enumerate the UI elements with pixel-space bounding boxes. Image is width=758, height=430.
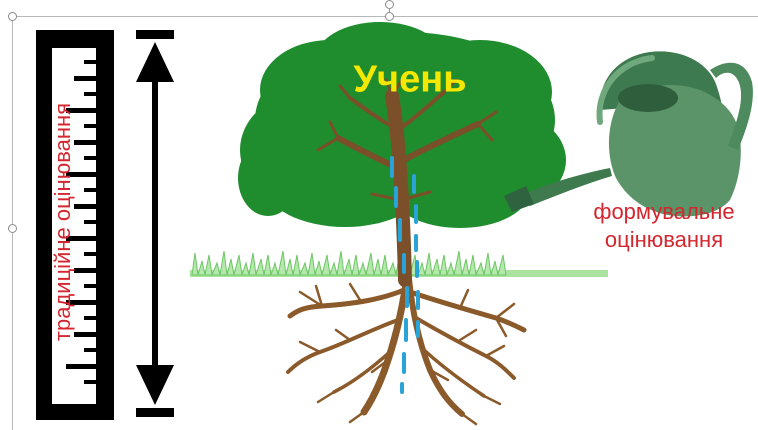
rotate-handle-stem [389, 4, 390, 16]
resize-handle-middle-left[interactable] [8, 224, 17, 233]
resize-handle-top-center[interactable] [385, 12, 394, 21]
water-flow-icon [390, 156, 420, 394]
rotate-handle[interactable] [385, 0, 394, 9]
double-arrow-icon [136, 30, 174, 417]
traditional-assessment-text: традиційне оцінювання [50, 102, 75, 342]
pupil-label: Учень [353, 58, 467, 101]
selection-frame-left [12, 16, 13, 430]
ruler-icon [36, 30, 114, 420]
tree-roots-icon [286, 266, 527, 426]
resize-handle-top-left[interactable] [8, 12, 17, 21]
watering-can-icon [504, 51, 753, 217]
formative-label-line1: формувальне [593, 199, 735, 224]
formative-label-line2: оцінювання [604, 227, 724, 252]
tree-trunk-icon [316, 78, 498, 287]
formative-assessment-label: формувальне оцінювання [593, 198, 734, 254]
tree-crown-icon [238, 22, 566, 228]
